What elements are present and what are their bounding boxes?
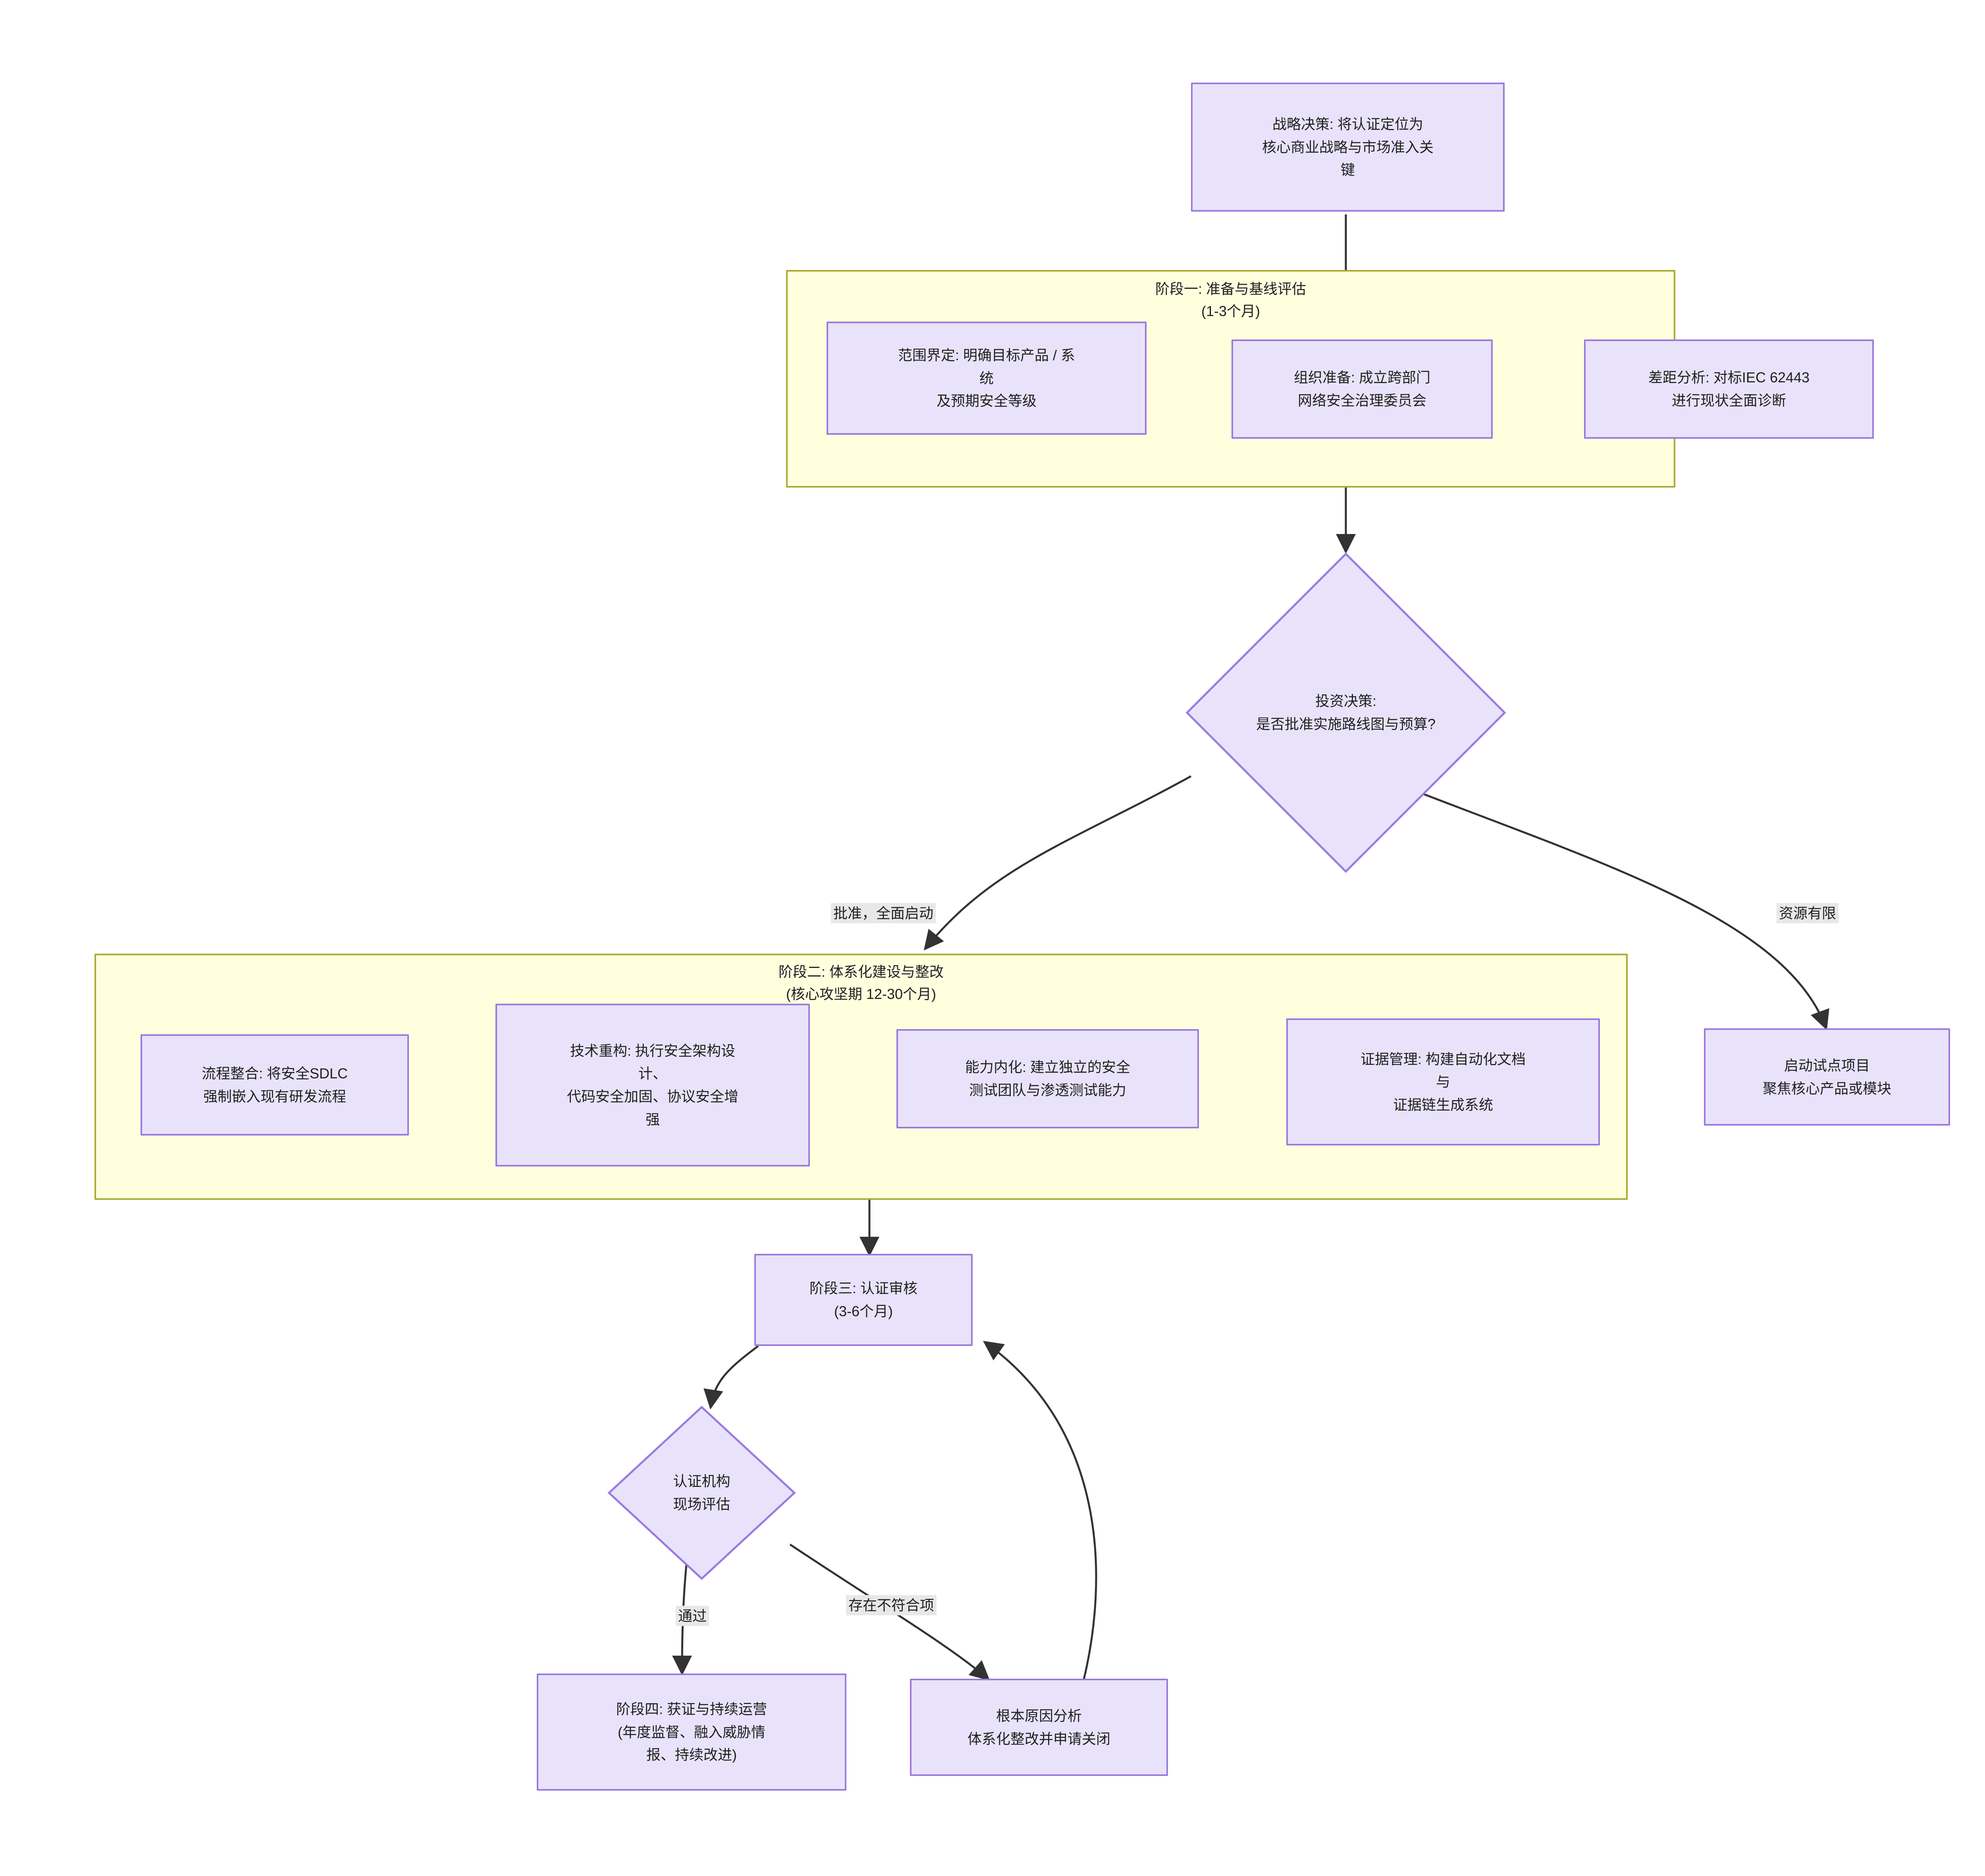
- edge-label-limited-resources: 资源有限: [1776, 903, 1839, 924]
- node-phase-4-operations[interactable]: 阶段四: 获证与持续运营 (年度监督、融入威胁情 报、持续改进): [537, 1674, 846, 1791]
- diamond-shape-investment: [1185, 552, 1506, 873]
- node-technical-refactoring[interactable]: 技术重构: 执行安全架构设 计、 代码安全加固、协议安全增 强: [495, 1004, 810, 1166]
- edge-label-approved: 批准，全面启动: [831, 903, 936, 924]
- node-capability-internalization[interactable]: 能力内化: 建立独立的安全 测试团队与渗透测试能力: [896, 1029, 1199, 1128]
- edge-decision-to-phase2: [923, 775, 1192, 951]
- node-investment-decision[interactable]: 投资决策: 是否批准实施路线图与预算?: [1185, 552, 1507, 873]
- node-onsite-assessment[interactable]: 认证机构 现场评估: [607, 1406, 796, 1580]
- node-process-integration[interactable]: 流程整合: 将安全SDLC 强制嵌入现有研发流程: [141, 1034, 409, 1136]
- edge-label-nonconformity: 存在不符合项: [846, 1595, 937, 1616]
- node-strategic-decision[interactable]: 战略决策: 将认证定位为 核心商业战略与市场准入关 键: [1191, 83, 1505, 212]
- node-scope-definition[interactable]: 范围界定: 明确目标产品 / 系 统 及预期安全等级: [827, 322, 1147, 435]
- node-phase-3-certification-audit[interactable]: 阶段三: 认证审核 (3-6个月): [754, 1254, 973, 1346]
- node-evidence-management[interactable]: 证据管理: 构建自动化文档 与 证据链生成系统: [1286, 1018, 1600, 1145]
- diamond-shape-onsite: [607, 1406, 796, 1580]
- edge-rootcause-to-phase3: [983, 1341, 1097, 1680]
- node-gap-analysis[interactable]: 差距分析: 对标IEC 62443 进行现状全面诊断: [1584, 339, 1874, 439]
- node-pilot-project[interactable]: 启动试点项目 聚焦核心产品或模块: [1704, 1028, 1950, 1126]
- node-organizational-preparation[interactable]: 组织准备: 成立跨部门 网络安全治理委员会: [1231, 339, 1493, 439]
- edge-label-passed: 通过: [675, 1606, 709, 1626]
- node-root-cause-analysis[interactable]: 根本原因分析 体系化整改并申请关闭: [910, 1679, 1168, 1776]
- edge-phase3-to-onsite: [703, 1345, 759, 1409]
